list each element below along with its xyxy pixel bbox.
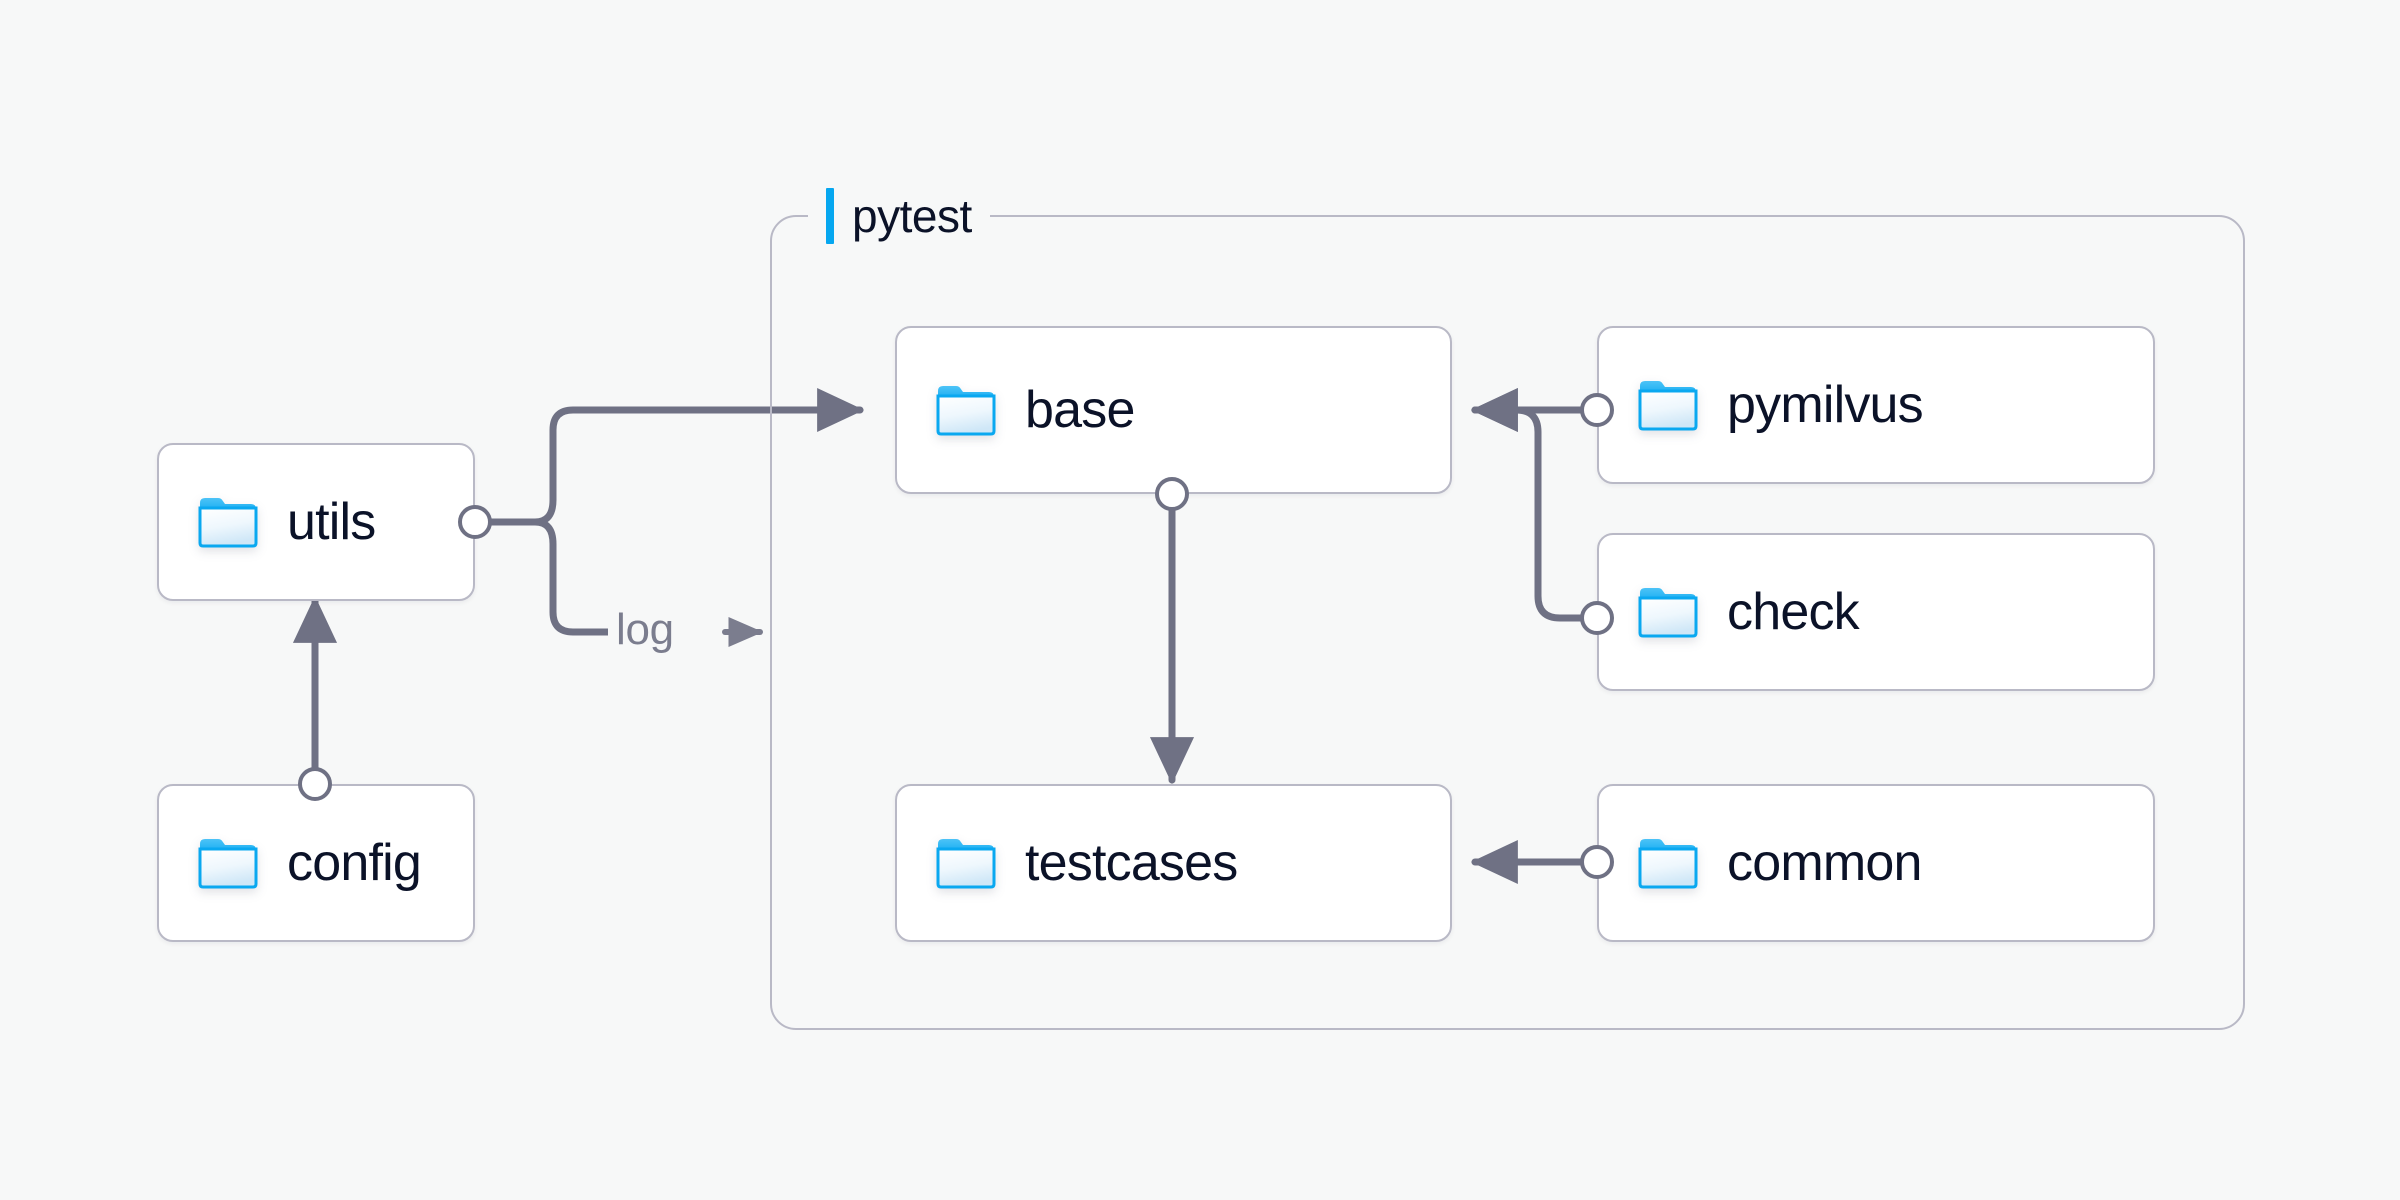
node-config[interactable]: config bbox=[157, 784, 475, 942]
node-testcases-label: testcases bbox=[1025, 834, 1238, 892]
group-accent-bar bbox=[826, 188, 834, 244]
node-common[interactable]: common bbox=[1597, 784, 2155, 942]
port-utils-right[interactable] bbox=[458, 505, 492, 539]
node-check[interactable]: check bbox=[1597, 533, 2155, 691]
node-config-label: config bbox=[287, 834, 422, 892]
node-base[interactable]: base bbox=[895, 326, 1452, 494]
edge-utils-to-log bbox=[531, 518, 614, 636]
node-pymilvus-label: pymilvus bbox=[1727, 376, 1924, 434]
folder-icon bbox=[1638, 588, 1698, 638]
node-utils[interactable]: utils bbox=[157, 443, 475, 601]
folder-icon bbox=[198, 839, 258, 889]
node-utils-label: utils bbox=[287, 493, 376, 551]
port-pymilvus-left[interactable] bbox=[1580, 393, 1614, 427]
node-common-label: common bbox=[1727, 834, 1922, 892]
node-pymilvus[interactable]: pymilvus bbox=[1597, 326, 2155, 484]
port-check-left[interactable] bbox=[1580, 601, 1614, 635]
node-base-label: base bbox=[1025, 381, 1135, 439]
folder-icon bbox=[198, 498, 258, 548]
folder-icon bbox=[1638, 381, 1698, 431]
folder-icon bbox=[1638, 839, 1698, 889]
port-base-bottom[interactable] bbox=[1155, 477, 1189, 511]
group-pytest[interactable] bbox=[770, 215, 2245, 1030]
group-pytest-title: pytest bbox=[852, 190, 972, 242]
port-config-top[interactable] bbox=[298, 767, 332, 801]
group-pytest-label: pytest bbox=[808, 185, 990, 247]
edge-label-log: log bbox=[608, 608, 682, 652]
folder-icon bbox=[936, 386, 996, 436]
node-testcases[interactable]: testcases bbox=[895, 784, 1452, 942]
folder-icon bbox=[936, 839, 996, 889]
port-common-left[interactable] bbox=[1580, 845, 1614, 879]
node-check-label: check bbox=[1727, 583, 1860, 641]
